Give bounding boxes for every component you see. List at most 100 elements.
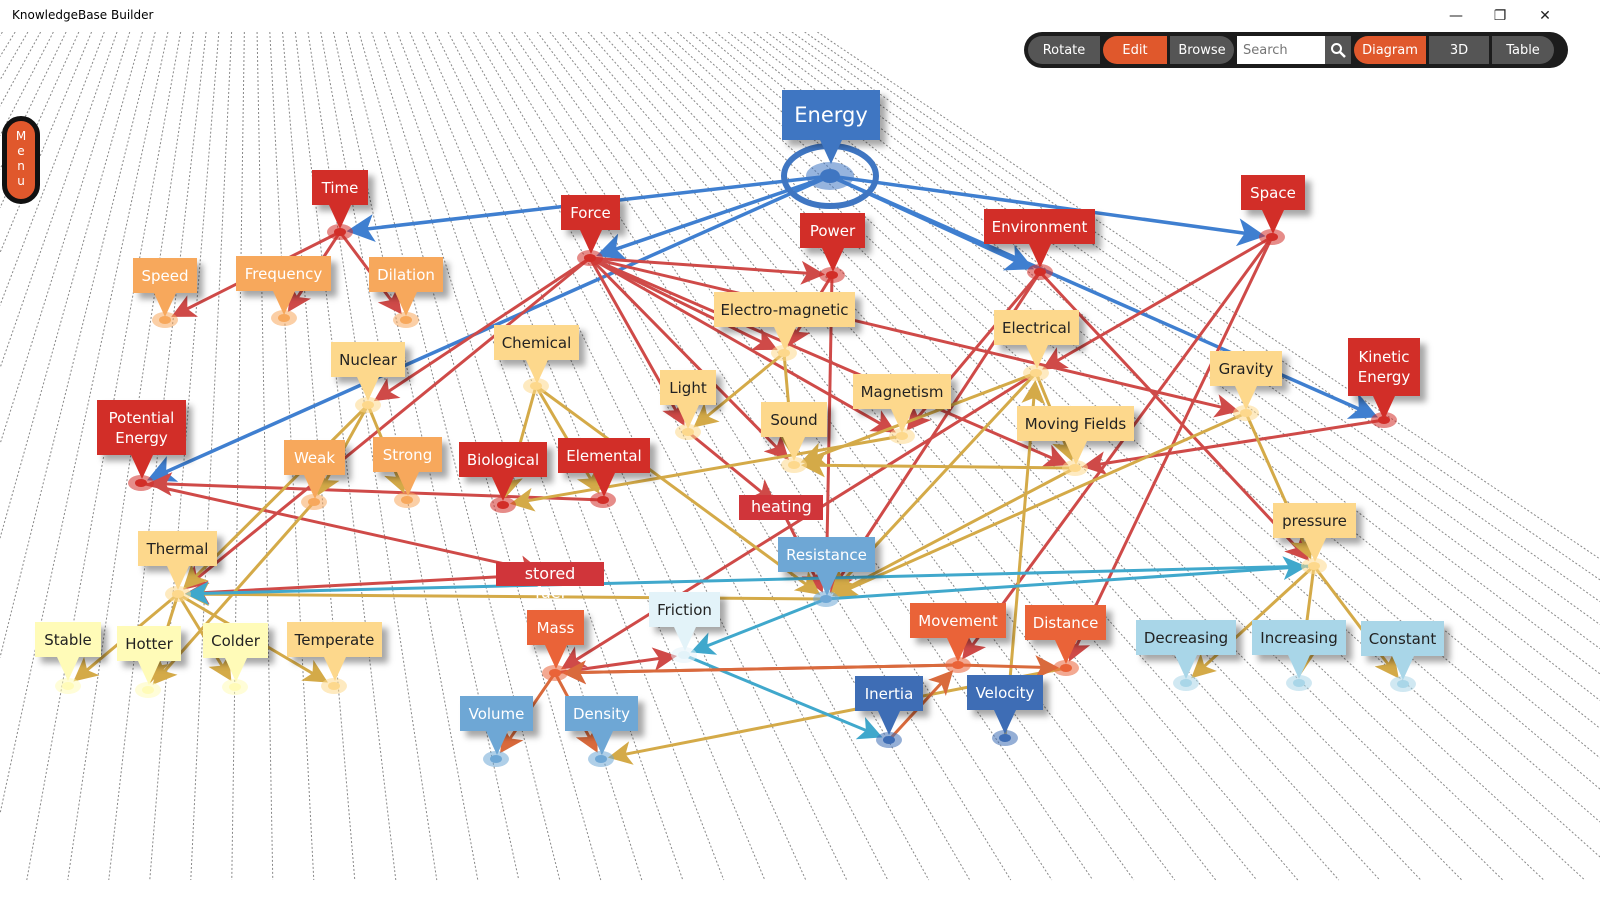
edge-pressure-thermal[interactable] — [184, 564, 1315, 606]
edge-space-movement[interactable] — [962, 236, 1274, 660]
node-thermal[interactable]: Thermal — [138, 531, 217, 590]
node-magnetism[interactable]: Magnetism — [853, 374, 951, 433]
node-anchor-core — [883, 736, 895, 744]
node-pressure[interactable]: pressure — [1273, 503, 1356, 562]
node-temperate[interactable]: Temperate — [287, 622, 382, 681]
diagram-button[interactable]: Diagram — [1354, 36, 1426, 64]
edge-movement-mass[interactable] — [561, 660, 959, 685]
node-frequency[interactable]: Frequency — [236, 256, 331, 315]
edge-resistance-friction[interactable] — [690, 597, 827, 655]
node-energy[interactable]: Energy — [782, 90, 880, 164]
edge-movingfields-sound[interactable] — [800, 453, 1076, 478]
node-anchor-core — [497, 501, 509, 509]
node-label: Temperate — [294, 630, 375, 649]
grid-line — [791, 31, 1600, 603]
edge-force-electromagnetic[interactable] — [589, 256, 778, 351]
node-anchor-core — [1030, 369, 1042, 377]
node-time[interactable]: Time — [312, 170, 368, 229]
node-label: pressure — [1282, 511, 1347, 530]
node-resistance[interactable]: Resistance — [778, 537, 875, 596]
node-dilation[interactable]: Dilation — [369, 257, 443, 316]
node-stable[interactable]: Stable — [35, 622, 101, 681]
edge-force-power[interactable] — [589, 256, 826, 285]
node-chemical[interactable]: Chemical — [494, 325, 579, 384]
node-kinetic[interactable]: Kinetic Energy — [1348, 338, 1420, 420]
edge-space-distance[interactable] — [1068, 236, 1274, 662]
node-hotter[interactable]: Hotter — [117, 626, 181, 685]
menu-button[interactable]: Menu — [2, 116, 40, 204]
edge-force-magnetism[interactable] — [589, 256, 896, 433]
edge-electrical-mass[interactable] — [560, 371, 1037, 670]
edge-movement-distance[interactable] — [957, 655, 1060, 680]
node-light[interactable]: Light — [660, 370, 716, 429]
node-movement[interactable]: Movement — [910, 603, 1006, 662]
node-colder[interactable]: Colder — [203, 623, 268, 682]
node-speed[interactable]: Speed — [133, 258, 197, 317]
edge-force-gravity[interactable] — [589, 256, 1240, 418]
edge-force-movingfields[interactable] — [589, 256, 1069, 467]
node-anchor-core — [1034, 268, 1046, 276]
edge-electromagnetic-light[interactable] — [693, 351, 785, 428]
node-weak[interactable]: Weak — [284, 440, 345, 499]
node-strong[interactable]: Strong — [373, 437, 442, 496]
edge-gravity-resistance[interactable] — [832, 411, 1247, 598]
edge-environment-pressure[interactable] — [1038, 270, 1310, 561]
3d-button[interactable]: 3D — [1429, 36, 1489, 64]
edge-stored_fuel-thermal[interactable] — [184, 572, 551, 605]
node-density[interactable]: Density — [565, 696, 638, 755]
rotate-button[interactable]: Rotate — [1028, 36, 1100, 64]
edge-kinetic-movingfields[interactable] — [1081, 418, 1385, 476]
node-volume[interactable]: Volume — [460, 696, 533, 755]
node-decreasing[interactable]: Decreasing — [1136, 620, 1236, 679]
edge-movingfields-resistance[interactable] — [832, 466, 1076, 596]
grid-line — [740, 31, 1600, 701]
node-increasing[interactable]: Increasing — [1252, 620, 1346, 679]
node-potential[interactable]: Potential Energy — [97, 400, 186, 479]
search-button[interactable] — [1325, 36, 1351, 64]
node-anchor-core — [778, 349, 790, 357]
node-friction[interactable]: Friction — [649, 592, 720, 651]
edge-force-sound[interactable] — [588, 256, 790, 461]
restore-button[interactable]: ❐ — [1493, 8, 1507, 24]
node-inertia[interactable]: Inertia — [855, 676, 923, 735]
edge-energy-space[interactable] — [829, 174, 1266, 247]
edge-power-resistance[interactable] — [814, 274, 839, 593]
node-nuclear[interactable]: Nuclear — [331, 342, 405, 401]
node-biological[interactable]: Biological — [459, 442, 547, 501]
grid-line — [498, 31, 1053, 881]
node-power[interactable]: Power — [800, 213, 865, 272]
edge-force-thermal[interactable] — [183, 256, 591, 590]
node-velocity[interactable]: Velocity — [967, 675, 1043, 734]
edge-label-stored_fuel[interactable]: stored fuel — [496, 562, 604, 602]
node-distance[interactable]: Distance — [1025, 605, 1106, 664]
edge-elemental-potential[interactable] — [147, 472, 604, 502]
edge-force-nuclear[interactable] — [373, 256, 591, 402]
node-mass[interactable]: Mass — [527, 610, 584, 669]
node-movingfields[interactable]: Moving Fields — [1017, 406, 1134, 465]
edge-resistance-thermal[interactable] — [184, 582, 827, 607]
node-environment[interactable]: Environment — [984, 209, 1095, 268]
edge-potential-stored_fuel[interactable] — [140, 481, 544, 579]
edge-space-electrical[interactable] — [1042, 235, 1273, 370]
browse-button[interactable]: Browse — [1170, 36, 1234, 64]
edit-button[interactable]: Edit — [1103, 36, 1167, 64]
node-space[interactable]: Space — [1241, 175, 1305, 234]
node-gravity[interactable]: Gravity — [1210, 351, 1282, 410]
node-constant[interactable]: Constant — [1361, 621, 1444, 680]
close-button[interactable]: ✕ — [1539, 8, 1551, 24]
node-sound[interactable]: Sound — [761, 402, 827, 461]
node-electromagnetic[interactable]: Electro-magnetic — [714, 292, 855, 351]
edge-energy-potential[interactable] — [146, 174, 831, 482]
table-button[interactable]: Table — [1492, 36, 1554, 64]
search-input[interactable] — [1237, 36, 1325, 64]
edge-chemical-resistance[interactable] — [535, 384, 821, 595]
minimize-button[interactable]: — — [1449, 8, 1463, 24]
node-elemental[interactable]: Elemental — [558, 438, 650, 497]
node-electrical[interactable]: Electrical — [994, 310, 1079, 369]
edge-pressure-constant[interactable] — [1312, 565, 1399, 679]
node-force[interactable]: Force — [561, 195, 620, 254]
edge-energy-kinetic[interactable] — [829, 174, 1379, 419]
edge-label-heating[interactable]: heating — [739, 495, 823, 520]
edge-magnetism-biological[interactable] — [509, 434, 903, 512]
edge-resistance-pressure[interactable] — [825, 556, 1308, 601]
